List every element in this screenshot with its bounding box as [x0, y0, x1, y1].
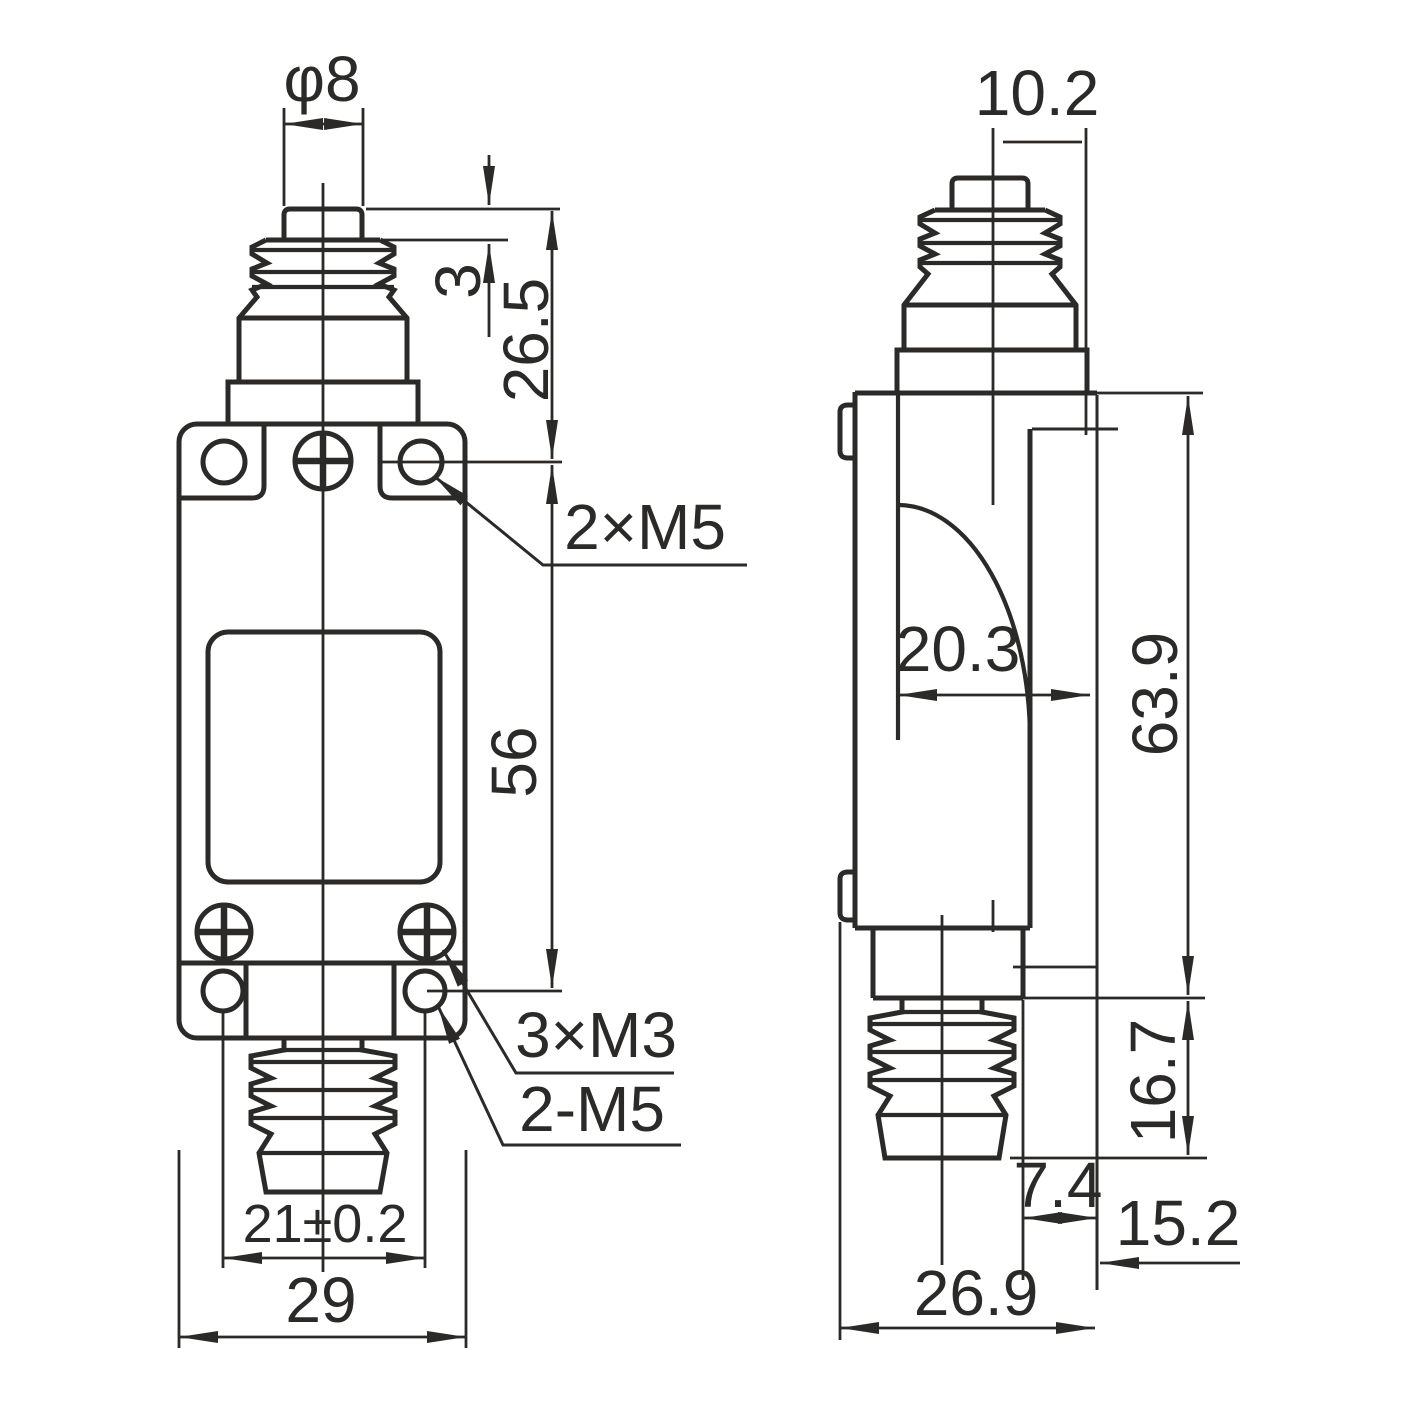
front-label-plate: [205, 629, 443, 885]
front-body: [176, 421, 468, 1041]
front-bottom-screw-right: [397, 902, 457, 962]
dim-plunger-height: 26.5: [490, 278, 562, 403]
dim-body-height: 56: [478, 726, 550, 797]
side-dimensions: [838, 128, 1240, 1340]
side-lower-block: [870, 928, 1026, 1001]
dim-head-depth: 20.3: [896, 613, 1021, 685]
dim-rear-depth: 15.2: [1116, 1187, 1241, 1259]
front-dimensions: [177, 108, 747, 1348]
dim-hole-spacing: 21±0.2: [243, 1194, 408, 1254]
front-top-hole-left: [200, 438, 248, 486]
dim-plunger-diameter: φ8: [283, 43, 360, 115]
side-body: [837, 390, 1118, 1290]
front-top-screw: [292, 430, 354, 492]
dim-housing-height: 63.9: [1119, 632, 1191, 757]
side-bottom-plunger: [867, 998, 1017, 1161]
side-top-plunger: [894, 175, 1090, 392]
label-bottom-mount-holes: 2-M5: [519, 1073, 665, 1145]
dim-lower-offset: 7.4: [1014, 1149, 1103, 1221]
front-top-plunger: [225, 206, 421, 424]
side-tab-bottom: [837, 869, 857, 923]
side-view: 10.2 20.3 63.9 16.7 7.4 15.2 26.9: [837, 57, 1241, 1340]
label-top-mount-holes: 2×M5: [564, 491, 726, 563]
front-bottom-plunger: [248, 1038, 398, 1195]
dim-lower-plunger-length: 16.7: [1117, 1019, 1189, 1144]
side-interior-arc: [897, 502, 1033, 741]
front-bottom-screw-left: [194, 902, 254, 962]
front-view: φ8 3 26.5 2×M5 56 3×M3 2-M5 21±0.2 29: [176, 43, 747, 1348]
dim-total-depth: 26.9: [914, 1257, 1039, 1329]
front-bottom-hole-left: [200, 968, 246, 1014]
dim-plunger-offset: 10.2: [975, 57, 1100, 129]
dim-body-width: 29: [285, 1264, 356, 1336]
label-side-screws: 3×M3: [515, 999, 677, 1071]
dim-overtravel: 3: [422, 263, 494, 299]
side-tab-top: [837, 402, 857, 461]
